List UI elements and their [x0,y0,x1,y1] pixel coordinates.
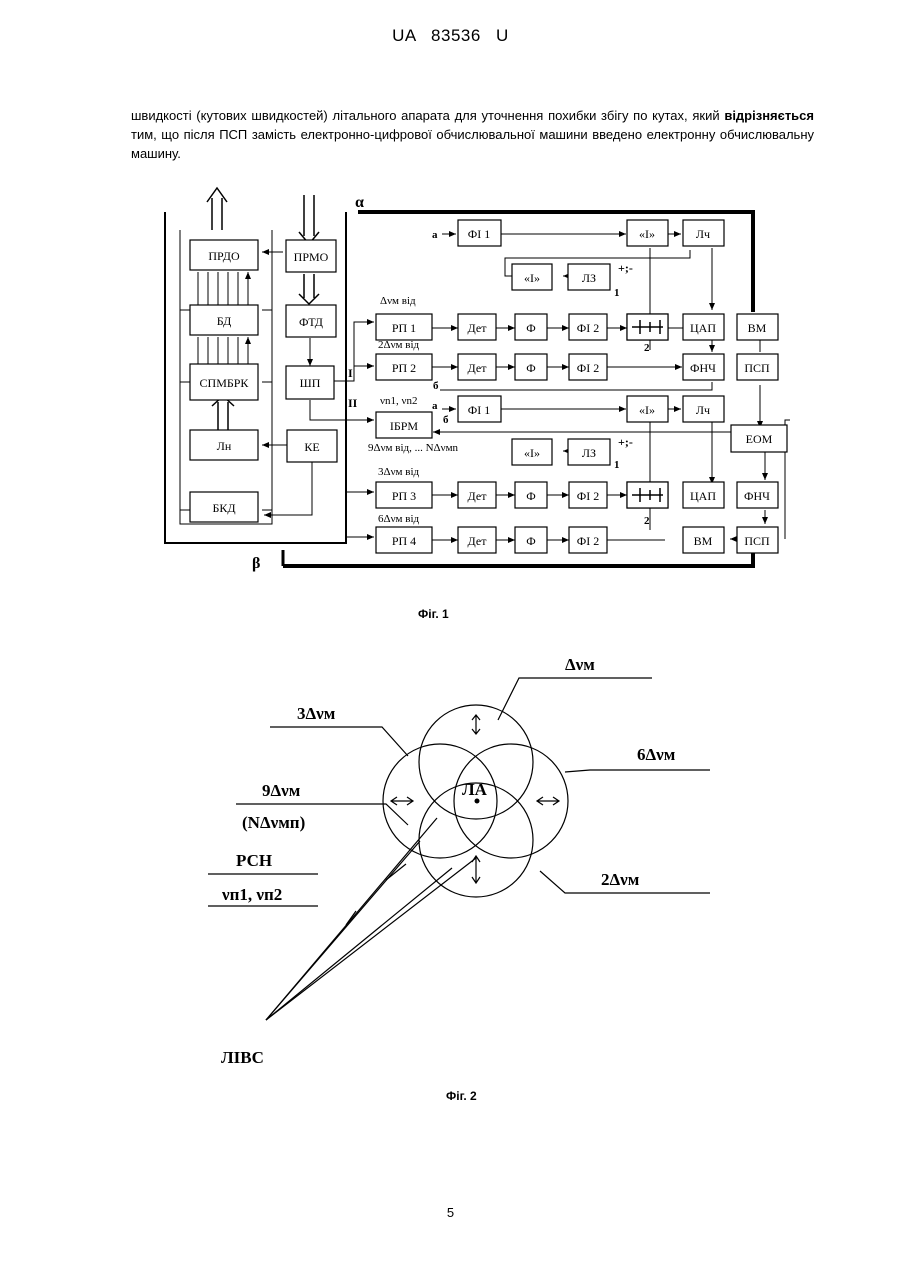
label-rsn: РСН [236,851,272,870]
label-alpha: α [355,194,364,211]
block-int-top: «І» [639,227,655,241]
block-rp3: РП 3 [392,489,416,503]
label-two-2: 2 [644,515,650,527]
label-roman-1: I [348,366,353,380]
label-two-1: 2 [644,342,650,354]
label-dvm: Δνм [565,655,595,674]
block-spmbrk: СПМБРК [200,376,250,390]
label-9dvm: 9Δνм [262,781,301,800]
block-rp2: РП 2 [392,361,416,375]
label-a-1: а [432,229,438,241]
block-det-4: Дет [468,534,488,548]
block-prdo: ПРДО [208,249,240,263]
label-6dvm: 6Δνм [637,745,676,764]
block-f-2: Ф [526,361,535,375]
label-dv6: 6Δνм від [378,513,420,525]
block-fi2-2: ФІ 2 [577,361,599,375]
label-b-2: б [443,414,449,426]
label-3dvm: 3Δνм [297,704,336,723]
label-2dvm: 2Δνм [601,870,640,889]
label-vn: νn1, νn2 [380,395,417,407]
block-shp: ШП [300,376,321,390]
label-livs: ЛІВС [221,1048,264,1067]
block-eom: ЕОМ [746,432,773,446]
block-vm-1: ВМ [748,321,767,335]
label-dv9: 9Δνм від, ... NΔνмn [368,442,459,454]
block-int-top-2: «І» [524,271,540,285]
block-f-4: Ф [526,534,535,548]
block-tsap-2: ЦАП [690,489,716,503]
label-dv2: 2Δνм від [378,339,420,351]
label-dv: Δνм від [380,295,416,307]
block-det-2: Дет [468,361,488,375]
label-plus-minus-1: +;- [618,261,633,275]
label-a-2: а [432,400,438,412]
block-rp1: РП 1 [392,321,416,335]
block-fi2-1: ФІ 2 [577,321,599,335]
figure-1-caption: Фіг. 1 [418,607,449,621]
block-bkd: БКД [212,501,235,515]
block-fi2-4: ФІ 2 [577,534,599,548]
block-tsap-1: ЦАП [690,321,716,335]
block-ibrm: ІБРМ [390,419,419,433]
label-dv3: 3Δνм від [378,466,420,478]
label-one-1: 1 [614,287,620,299]
block-ftd: ФТД [299,315,323,329]
block-vm-2: ВМ [694,534,713,548]
block-lz-bottom: ЛЗ [582,446,596,460]
block-psp-2: ПСП [744,534,770,548]
label-roman-2: II [348,396,358,410]
block-prmo: ПРМО [294,250,329,264]
page-number: 5 [0,1205,901,1220]
block-fi1-bottom: ФІ 1 [468,403,490,417]
figure-2-caption: Фіг. 2 [446,1089,477,1103]
block-det-3: Дет [468,489,488,503]
figure-2-diagram [208,678,710,1020]
block-fnch-1: ФНЧ [690,361,716,375]
block-det-1: Дет [468,321,488,335]
block-f-3: Ф [526,489,535,503]
label-one-2: 1 [614,459,620,471]
label-b-1: б [433,380,439,392]
label-ndvm: (NΔνмп) [242,813,305,832]
block-f-1: Ф [526,321,535,335]
block-psp-1: ПСП [744,361,770,375]
block-rp4: РП 4 [392,534,416,548]
label-beta: β [252,555,260,572]
label-plus-minus-2: +;- [618,435,633,449]
block-int-bottom-2: «І» [524,446,540,460]
block-fi2-3: ФІ 2 [577,489,599,503]
label-la: ЛА [462,780,488,799]
block-ke: КЕ [304,440,319,454]
block-fi1-top: ФІ 1 [468,227,490,241]
block-lz-top: ЛЗ [582,271,596,285]
block-fnch-2: ФНЧ [744,489,770,503]
block-lch-bottom: Лч [696,403,710,417]
block-int-bottom: «І» [639,403,655,417]
block-ln: Лн [217,439,232,453]
label-vn-fig2: νп1, νп2 [221,885,282,904]
block-bd: БД [217,314,232,328]
block-lch-top: Лч [696,227,710,241]
